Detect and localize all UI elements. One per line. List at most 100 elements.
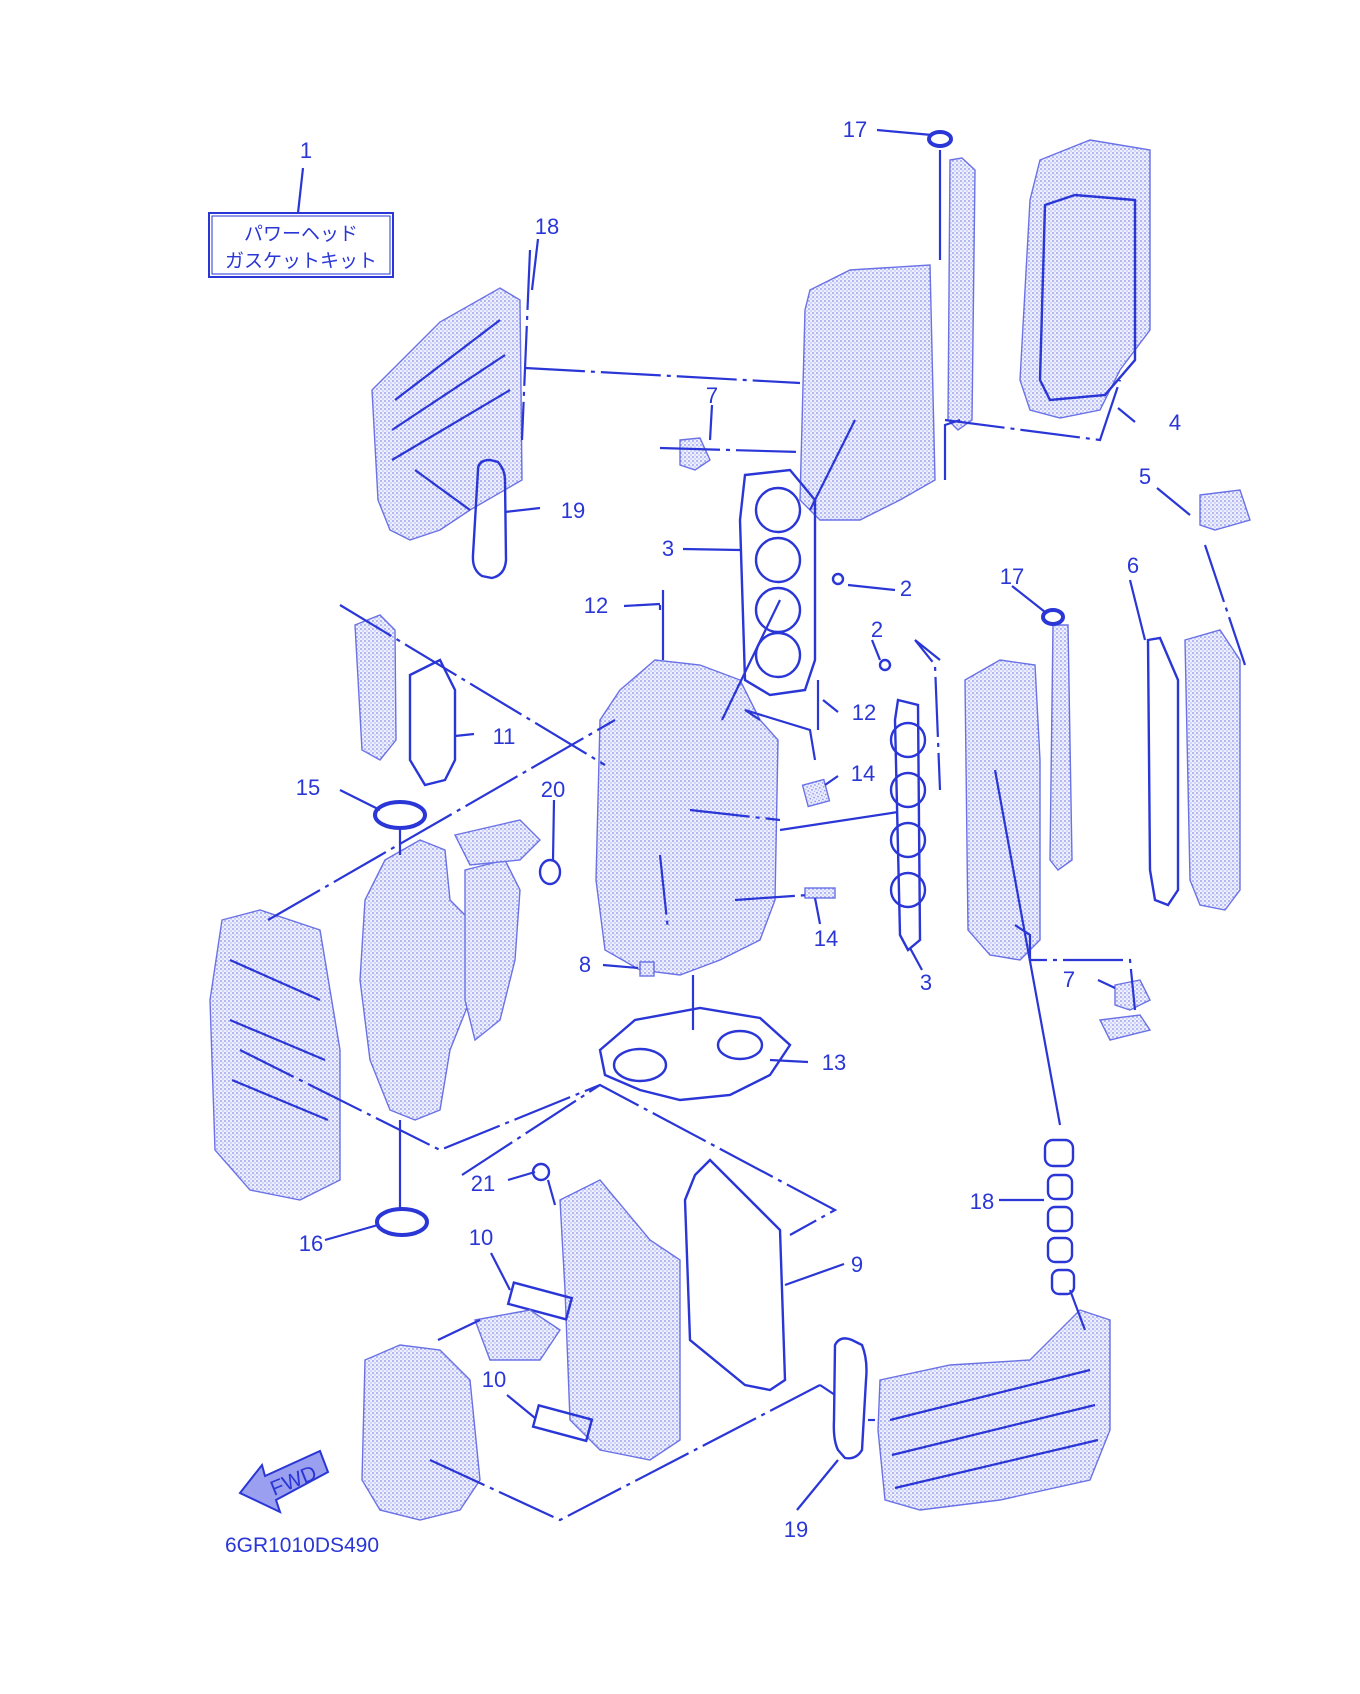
plug-21 xyxy=(531,1162,551,1182)
callout-numbers: 1 17 18 7 4 5 19 3 2 17 6 12 2 12 11 14 … xyxy=(296,117,1181,1542)
base-gasket-13-bore-b xyxy=(716,1029,764,1061)
fwd-direction-arrow: FWD xyxy=(238,1449,330,1514)
bore-1-upper xyxy=(754,486,802,534)
callout-6: 6 xyxy=(1127,553,1139,578)
callout-5: 5 xyxy=(1139,464,1151,489)
base-gasket-13-bore-a xyxy=(612,1047,668,1083)
callout-9: 9 xyxy=(851,1252,863,1277)
bracket-7-right-lower xyxy=(1098,1014,1152,1041)
base-gasket-13 xyxy=(598,1006,792,1102)
callout-1: 1 xyxy=(300,138,312,163)
cylinder-head-upper xyxy=(799,264,936,521)
o-ring-17-right xyxy=(1041,608,1065,626)
exhaust-manifold-lower-left xyxy=(361,1344,481,1521)
gasket-9 xyxy=(683,1158,787,1392)
callout-8: 8 xyxy=(579,952,591,977)
gasket-kit-label-box: パワーヘッド ガスケットキット xyxy=(208,212,394,278)
gasket-18-upper-strip xyxy=(520,249,532,441)
dowel-pin-8 xyxy=(639,961,655,977)
callout-3-right: 3 xyxy=(920,970,932,995)
head-cover-gasket-4 xyxy=(1038,193,1137,402)
gasket-18-lower-ring-1 xyxy=(1043,1138,1075,1168)
camshaft-upper xyxy=(947,157,976,431)
callout-12-lower: 12 xyxy=(852,700,876,725)
bore-4-upper xyxy=(754,631,802,679)
bracket-7-upper xyxy=(679,437,711,471)
drawing-code: 6GR1010DS490 xyxy=(225,1534,379,1557)
exhaust-cover-left xyxy=(209,909,341,1201)
gasket-10-upper xyxy=(506,1281,574,1321)
lower-left-bracket xyxy=(474,1309,561,1361)
bore-1-right xyxy=(889,721,927,759)
leader-1 xyxy=(296,167,305,214)
gasket-18-lower-ring-4 xyxy=(1046,1236,1074,1264)
callout-18-upper: 18 xyxy=(535,214,559,239)
callout-7-right: 7 xyxy=(1063,967,1075,992)
callout-13: 13 xyxy=(822,1050,846,1075)
cylinder-block xyxy=(595,659,779,976)
bore-2-upper xyxy=(754,536,802,584)
washer-2-right xyxy=(878,658,892,672)
callout-19-upper: 19 xyxy=(561,498,585,523)
callout-14-upper: 14 xyxy=(851,761,875,786)
head-gasket-3-right xyxy=(893,698,922,952)
crankshaft-counterweights xyxy=(464,859,521,1042)
callout-11: 11 xyxy=(493,724,516,749)
gasket-18-lower-ring-3 xyxy=(1046,1205,1074,1233)
camshaft-right xyxy=(1049,624,1073,871)
o-ring-17-upper xyxy=(927,130,953,148)
assembly-connection-lines xyxy=(239,150,1247,1522)
callout-19-lower: 19 xyxy=(784,1517,808,1542)
intake-lower-runner-lines xyxy=(889,1368,1099,1490)
piston-rod-assembly xyxy=(453,819,541,866)
gasket-18-lower-ring-2 xyxy=(1046,1173,1074,1201)
intake-manifold-upper xyxy=(371,287,523,541)
callout-10-upper: 10 xyxy=(469,1225,493,1250)
intake-runner-lines xyxy=(391,319,511,461)
callout-15: 15 xyxy=(296,775,320,800)
head-gasket-3-upper xyxy=(738,468,817,697)
head-cover-upper xyxy=(1019,139,1151,419)
bore-3-right xyxy=(889,821,927,859)
seal-14-upper xyxy=(801,778,831,808)
callout-10-lower: 10 xyxy=(482,1367,506,1392)
callout-3-upper: 3 xyxy=(662,536,674,561)
head-cover-right xyxy=(1184,629,1241,911)
callout-2-upper: 2 xyxy=(900,576,912,601)
oil-seal-15 xyxy=(373,800,427,830)
callout-16: 16 xyxy=(299,1231,323,1256)
callout-20: 20 xyxy=(541,777,565,802)
callout-14-lower: 14 xyxy=(814,926,838,951)
kit-label-line2: ガスケットキット xyxy=(225,250,377,272)
crankshaft xyxy=(359,839,471,1121)
crankcase-lower xyxy=(559,1179,681,1461)
callout-18-lower: 18 xyxy=(970,1189,994,1214)
bore-2-right xyxy=(889,771,927,809)
callout-7-upper: 7 xyxy=(706,383,718,408)
gasket-10-lower xyxy=(531,1403,594,1443)
callout-leaders xyxy=(324,128,1191,1511)
head-cover-gasket-6 xyxy=(1146,636,1180,907)
intake-manifold-lower xyxy=(877,1309,1111,1511)
exhaust-cover-ribs xyxy=(229,958,329,1122)
o-ring-20 xyxy=(538,858,562,886)
gasket-18-lower-ring-5 xyxy=(1050,1268,1076,1296)
kit-label-line1: パワーヘッド xyxy=(244,223,358,245)
bore-3-upper xyxy=(754,586,802,634)
callout-17-right: 17 xyxy=(1000,564,1024,589)
seal-14-lower xyxy=(804,887,836,899)
gasket-19-lower xyxy=(832,1337,868,1460)
callout-17-upper: 17 xyxy=(843,117,867,142)
gasket-19-upper xyxy=(471,458,508,580)
gasket-11 xyxy=(408,658,457,787)
oil-seal-16 xyxy=(375,1207,429,1237)
callout-2-right: 2 xyxy=(871,617,883,642)
callout-4: 4 xyxy=(1169,410,1181,435)
callout-12-upper: 12 xyxy=(584,593,608,618)
fitting-5 xyxy=(1199,489,1251,531)
bore-4-right xyxy=(889,871,927,909)
washer-2-upper xyxy=(831,572,845,586)
left-side-cover-plate xyxy=(354,614,397,761)
callout-21: 21 xyxy=(471,1171,495,1196)
